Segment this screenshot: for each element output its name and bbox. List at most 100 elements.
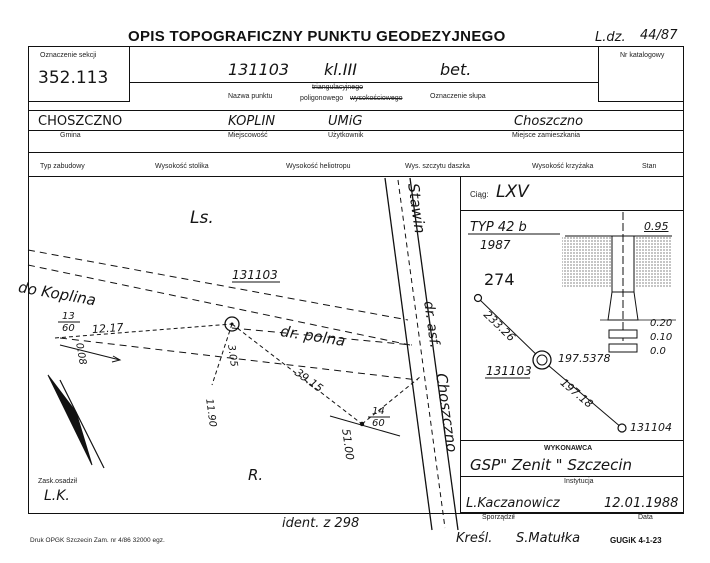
row3-top bbox=[28, 152, 684, 153]
d020-label: 0.20 bbox=[650, 318, 673, 329]
sporz-line bbox=[460, 512, 684, 513]
measure-3915 bbox=[231, 323, 363, 425]
north-arrow bbox=[47, 374, 93, 466]
sporz-label: Sporządził bbox=[482, 514, 515, 521]
gmina-value: CHOSZCZNO bbox=[38, 114, 123, 129]
net-pt-131104 bbox=[617, 423, 627, 433]
col-wys-krzyzaka: Wysokość krzyżaka bbox=[532, 163, 594, 170]
row2-line bbox=[28, 130, 684, 131]
typ-year: 1987 bbox=[480, 238, 511, 252]
punkt-class: kl.III bbox=[324, 60, 357, 79]
polna-road-upper bbox=[231, 327, 413, 346]
ciag-value: LXV bbox=[496, 182, 529, 202]
ciag-label: Ciąg: bbox=[470, 190, 489, 199]
kresl-value: S.Matułka bbox=[516, 531, 581, 546]
katalog-box bbox=[598, 46, 684, 102]
ciag-line bbox=[460, 210, 684, 211]
row2-top bbox=[28, 110, 684, 111]
sekcja-label: Oznaczenie sekcji bbox=[40, 52, 97, 59]
station-point-dot bbox=[230, 322, 234, 326]
form-frame bbox=[28, 46, 684, 514]
type-struck: triangulacyjnego bbox=[312, 84, 363, 91]
instytucja-label: Instytucja bbox=[564, 478, 594, 485]
uzytkownik-value: UMiG bbox=[328, 114, 363, 129]
ls-label: Ls. bbox=[190, 208, 214, 228]
ident-label: ident. z 298 bbox=[282, 516, 360, 531]
road-right-edge bbox=[409, 177, 459, 531]
measure-left bbox=[54, 323, 233, 339]
net-angle: 197.5378 bbox=[558, 352, 611, 365]
polna-road-lower bbox=[59, 337, 419, 381]
wykonawca-line bbox=[460, 440, 684, 441]
net-pt-131103-inner bbox=[536, 354, 548, 366]
type-struck2: wysokościowego bbox=[350, 95, 403, 102]
measure-305 bbox=[211, 323, 233, 386]
sekcja-value: 352.113 bbox=[38, 68, 109, 88]
slupek-value: bet. bbox=[440, 60, 472, 79]
data-value: 12.01.1988 bbox=[604, 496, 679, 511]
sekcja-box bbox=[28, 46, 130, 102]
data-label: Data bbox=[638, 514, 653, 521]
druk-info: Druk OPGK Szczecin Zam. nr 4/86 32000 eg… bbox=[30, 537, 165, 544]
arrow-1217 bbox=[59, 344, 122, 363]
katalog-label: Nr katalogowy bbox=[620, 52, 665, 59]
punkt-name: 131103 bbox=[228, 60, 290, 79]
net-pt-274 bbox=[473, 293, 483, 303]
form-title: OPIS TOPOGRAFICZNY PUNKTU GEODEZYJNEGO bbox=[128, 28, 506, 45]
kresl-label: Kreśl. bbox=[456, 531, 493, 546]
d095-label: 0.95 bbox=[644, 220, 669, 233]
typ-value: TYP 42 b bbox=[470, 220, 527, 235]
net-pt-131103-outer bbox=[532, 350, 552, 370]
sketch-point-id: 131103 bbox=[232, 268, 278, 282]
miejsce-value: Choszczno bbox=[514, 114, 584, 129]
zask-value: L.K. bbox=[44, 488, 70, 504]
miejscowosc-label: Miejscowość bbox=[228, 132, 268, 139]
net-131104-label: 131104 bbox=[630, 421, 672, 434]
station-point-circle bbox=[224, 316, 240, 332]
miejsce-label: Miejsce zamieszkania bbox=[512, 132, 581, 139]
ref-line-right bbox=[329, 415, 401, 437]
plate-2 bbox=[608, 343, 638, 353]
gugik-code: GUGiK 4-1-23 bbox=[610, 536, 662, 545]
gmina-label: Gmina bbox=[60, 132, 81, 139]
koplina-road-upper bbox=[27, 249, 409, 321]
frac-right-num: 14 bbox=[372, 406, 385, 417]
net-274-label: 274 bbox=[484, 270, 515, 289]
frac-left-den: 60 bbox=[62, 323, 75, 334]
row1-line bbox=[130, 82, 598, 83]
ldz-value: 44/87 bbox=[640, 28, 678, 43]
plate-1 bbox=[608, 329, 638, 339]
d-1217: 12.17 bbox=[91, 320, 124, 337]
uzytkownik-label: Użytkownik bbox=[328, 132, 364, 139]
frac-left-num: 13 bbox=[62, 311, 75, 322]
koplina-road-lower bbox=[27, 264, 411, 346]
col-wys-heliotropu: Wysokość heliotropu bbox=[286, 163, 351, 170]
road-left-edge bbox=[384, 177, 433, 531]
miejscowosc-value: KOPLIN bbox=[228, 114, 276, 129]
north-arrow-shaft bbox=[59, 379, 105, 469]
type-kept: poligonowego bbox=[300, 95, 344, 102]
net-131103-label: 131103 bbox=[486, 364, 532, 378]
col-stan: Stan bbox=[642, 163, 657, 170]
col-wys-daszka: Wys. szczytu daszka bbox=[405, 163, 470, 170]
measure-51 bbox=[361, 376, 421, 425]
net-131103-131104 bbox=[541, 359, 623, 429]
right-divider bbox=[460, 176, 461, 514]
sporz-value: L.Kaczanowicz bbox=[466, 496, 560, 511]
frac-right-den: 60 bbox=[372, 418, 385, 429]
net-274-131103 bbox=[477, 297, 543, 361]
ldz-label: L.dz. bbox=[595, 30, 626, 45]
d00-label: 0.0 bbox=[650, 346, 666, 357]
wykonawca-label: WYKONAWCA bbox=[544, 445, 593, 452]
slupek-label: Oznaczenie słupa bbox=[430, 93, 486, 100]
col-wys-stolika: Wysokość stolika bbox=[155, 163, 209, 170]
wykonawca-value: GSP" Zenit " Szczecin bbox=[470, 456, 633, 474]
row3-line bbox=[28, 176, 684, 177]
col-typ-zabudowy: Typ zabudowy bbox=[40, 163, 85, 170]
wykonawca-value-line bbox=[460, 476, 684, 477]
zask-label: Zask.osadził bbox=[38, 478, 77, 485]
punkt-name-label: Nazwa punktu bbox=[228, 93, 273, 100]
d010-label: 0.10 bbox=[650, 332, 673, 343]
road-center-dash bbox=[397, 179, 446, 529]
